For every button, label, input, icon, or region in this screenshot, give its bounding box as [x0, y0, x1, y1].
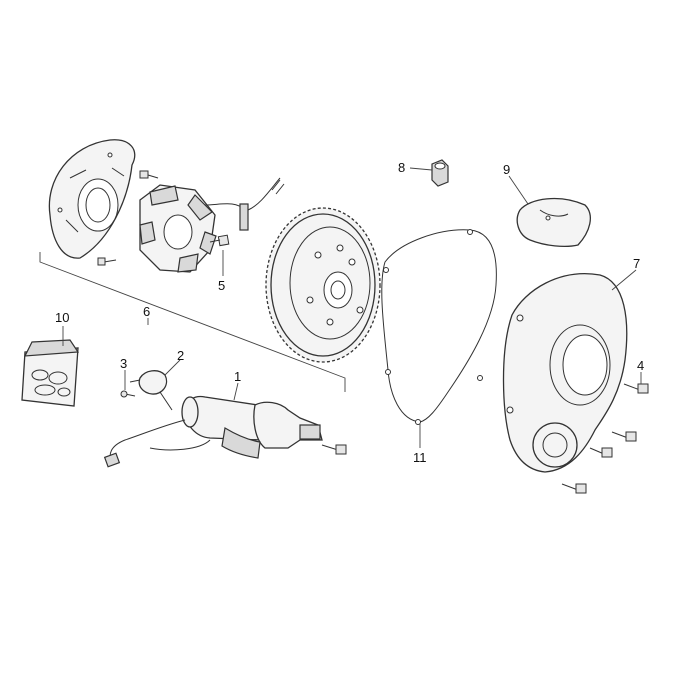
starter-motor — [103, 395, 323, 468]
callout-10: 10 — [55, 310, 69, 325]
gasket-kit-10 — [21, 339, 80, 407]
flywheel — [265, 207, 381, 363]
screw-bottom-plate — [97, 257, 117, 266]
starter-bolt — [321, 444, 347, 455]
starter-clamp-2 — [129, 370, 173, 411]
leader-lines — [62, 167, 642, 448]
group-bracket-6 — [39, 252, 346, 392]
callout-6: 6 — [143, 304, 150, 319]
callout-7: 7 — [633, 256, 640, 271]
callout-3: 3 — [120, 356, 127, 371]
bolt-4-a — [623, 383, 649, 394]
callout-5: 5 — [218, 278, 225, 293]
screw-3 — [120, 390, 136, 398]
callout-2: 2 — [177, 348, 184, 363]
callout-1: 1 — [234, 369, 241, 384]
bolt-4-d — [561, 483, 587, 494]
bolt-4-b — [611, 431, 637, 442]
pickup-plate — [48, 139, 136, 259]
rubber-cap-9 — [516, 197, 591, 247]
callout-4: 4 — [637, 358, 644, 373]
callout-9: 9 — [503, 162, 510, 177]
screw-5 — [209, 234, 230, 276]
gasket — [381, 229, 497, 425]
nut-8 — [431, 159, 449, 187]
screw-top-plate — [139, 170, 159, 179]
callout-11: 11 — [413, 450, 427, 465]
flywheel-cover — [502, 273, 628, 473]
bolt-4-c — [589, 447, 613, 458]
stator — [139, 177, 285, 273]
callout-8: 8 — [398, 160, 405, 175]
